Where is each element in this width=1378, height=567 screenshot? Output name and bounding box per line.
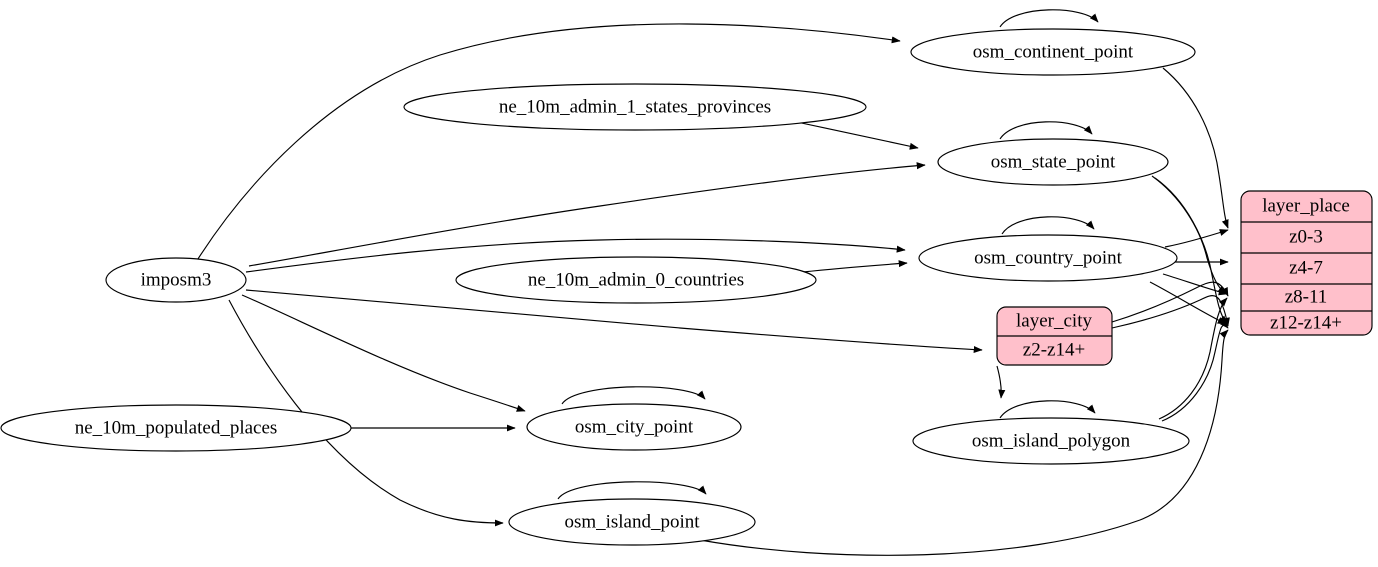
node-osm_state_point[interactable]: osm_state_point [937, 138, 1169, 186]
node-imposm3-label: imposm3 [141, 269, 212, 290]
node-osm_country_point-label: osm_country_point [974, 247, 1122, 268]
node-osm_country_point[interactable]: osm_country_point [918, 234, 1178, 282]
edge-osm_continent_point-to-layer_place-z0 [1162, 67, 1229, 229]
node-imposm3[interactable]: imposm3 [105, 257, 247, 303]
node-layer: imposm3 ne_10m_admin_1_states_provinces … [0, 28, 1373, 546]
node-osm_city_point-label: osm_city_point [575, 416, 694, 437]
edge-osm_island_polygon-to-layer_place-z12 [1161, 319, 1229, 422]
node-ne_countries-label: ne_10m_admin_0_countries [528, 269, 744, 290]
node-ne_10m_populated_places[interactable]: ne_10m_populated_places [0, 404, 352, 452]
layer_place-box [1240, 190, 1373, 336]
layer_city-row-z2-z14: z2-z14+ [1023, 339, 1085, 360]
edge-layer_city-to-layer_place-a [1111, 281, 1229, 323]
edge-self-osm_island_point [557, 481, 707, 500]
edge-self-osm_country_point [1001, 216, 1095, 235]
edge-imposm3-to-osm_city_point [241, 294, 526, 412]
edge-osm_island_polygon-to-layer_place-z8 [1158, 297, 1228, 420]
edge-ne_countries-to-osm_country_point [802, 260, 908, 273]
node-osm_state_point-label: osm_state_point [991, 151, 1116, 172]
node-ne_10m_admin_1_states_provinces[interactable]: ne_10m_admin_1_states_provinces [403, 83, 867, 131]
node-osm_island_point-label: osm_island_point [564, 511, 700, 532]
edge-layer_city-to-osm_island_polygon [996, 365, 1006, 399]
layer_place-row-z8-11: z8-11 [1285, 286, 1328, 307]
edge-layer [195, 9, 1230, 556]
node-osm_island_polygon[interactable]: osm_island_polygon [912, 417, 1190, 465]
edge-imposm3-to-layer_city-z2 [245, 289, 983, 354]
node-osm_continent_point-label: osm_continent_point [973, 41, 1134, 62]
layer_place-header-label: layer_place [1262, 195, 1350, 216]
node-ne_states-label: ne_10m_admin_1_states_provinces [499, 96, 771, 117]
node-ne_10m_admin_0_countries[interactable]: ne_10m_admin_0_countries [455, 256, 817, 304]
node-osm_island_point[interactable]: osm_island_point [508, 498, 756, 546]
edge-ne_states-to-osm_state_point [791, 120, 919, 150]
edge-self-osm_city_point [561, 386, 706, 405]
edge-osm_country_point-to-layer_place-z8 [1162, 273, 1228, 296]
layer_city-header-label: layer_city [1016, 310, 1092, 331]
edge-osm_island_point-to-layer_place-z12 [699, 329, 1229, 556]
edge-osm_state_point-to-layer_place-z8 [1151, 175, 1227, 295]
edge-osm_country_point-to-layer_place-z0 [1164, 229, 1229, 248]
edge-self-osm_island_polygon [999, 400, 1096, 419]
node-osm_city_point[interactable]: osm_city_point [526, 403, 742, 451]
edge-self-osm_continent_point [999, 9, 1099, 28]
edge-imposm3-to-osm_country_point [245, 238, 906, 273]
record-layer_city[interactable]: layer_city z2-z14+ [996, 306, 1113, 366]
edge-imposm3-to-osm_continent_point [195, 23, 901, 263]
layer_place-row-z4-7: z4-7 [1289, 257, 1323, 278]
layer_place-row-z12-z14: z12-z14+ [1270, 312, 1342, 333]
edge-imposm3-to-osm_island_point [228, 299, 504, 527]
node-osm_island_polygon-label: osm_island_polygon [972, 430, 1131, 451]
edge-self-osm_state_point [999, 121, 1093, 140]
edge-imposm3-to-osm_state_point [248, 162, 926, 267]
record-layer_place[interactable]: layer_place z0-3 z4-7 z8-11 z12-z14+ [1240, 190, 1373, 336]
edge-osm_state_point-to-layer_place-z12 [1154, 177, 1228, 325]
node-osm_continent_point[interactable]: osm_continent_point [910, 28, 1196, 76]
node-ne_populated-label: ne_10m_populated_places [75, 417, 278, 438]
layer_place-row-z0-3: z0-3 [1289, 226, 1323, 247]
edge-osm_country_point-to-layer_place-z12 [1149, 281, 1227, 325]
